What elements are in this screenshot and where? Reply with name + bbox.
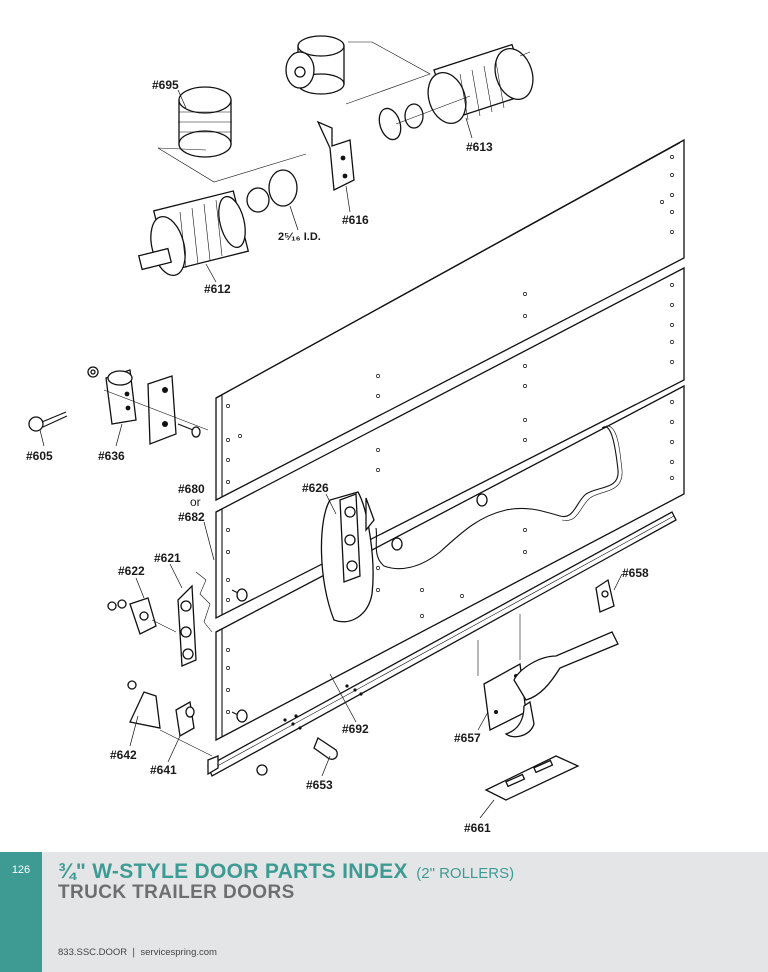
leader-lines: [39, 89, 623, 819]
label-id-note: 2⁵⁄₁₆ I.D.: [278, 231, 321, 243]
label-642: #642: [110, 748, 137, 762]
contact-line: 833.SSC.DOOR ❘ servicespring.com: [58, 947, 217, 958]
bottom-rail: [207, 511, 677, 777]
label-680: #680: [178, 482, 205, 496]
winding-cone-613-small: [285, 35, 345, 95]
bracket-622: [107, 597, 157, 635]
parts-diagram: #695 #613 #616 #612 2⁵⁄₁₆ I.D. #605 #636…: [26, 35, 685, 835]
label-612: #612: [204, 282, 231, 296]
bracket-642: [127, 680, 161, 729]
label-657: #657: [454, 731, 481, 745]
title-main: ¾" W-STYLE DOOR PARTS INDEX: [58, 860, 408, 883]
guide-lines: [103, 41, 531, 757]
bolt-605: [28, 366, 99, 432]
door-panel-top: [215, 138, 685, 502]
label-605: #605: [26, 449, 53, 463]
bracket-616: [316, 120, 355, 192]
hook-653: [256, 737, 338, 776]
label-682: #682: [178, 510, 205, 524]
strap-661: [484, 755, 580, 801]
hinge-621: [177, 571, 213, 667]
bracket-658: [595, 578, 615, 613]
label-or: or: [190, 495, 201, 509]
label-616: #616: [342, 213, 369, 227]
page-title: ¾" W-STYLE DOOR PARTS INDEX (2" ROLLERS): [58, 860, 514, 884]
spring-613: [378, 43, 534, 141]
label-613: #613: [466, 140, 493, 154]
door-panel-bottom: [215, 384, 685, 742]
label-661: #661: [464, 821, 491, 835]
page-footer: 126 ¾" W-STYLE DOOR PARTS INDEX (2" ROLL…: [0, 852, 768, 972]
hinge-641: [175, 700, 195, 738]
spring-612: [137, 169, 298, 277]
hinge-626: [320, 491, 488, 623]
label-641: #641: [150, 763, 177, 777]
title-note: (2" ROLLERS): [416, 865, 515, 882]
winding-cone-695: [178, 86, 232, 158]
label-692: #692: [342, 722, 369, 736]
page-subtitle: TRUCK TRAILER DOORS: [58, 882, 295, 903]
label-626: #626: [302, 481, 329, 495]
label-636: #636: [98, 449, 125, 463]
label-695: #695: [152, 78, 179, 92]
page-number: 126: [11, 864, 31, 876]
page-number-tab: 126: [0, 852, 42, 972]
label-658: #658: [622, 566, 649, 580]
label-621: #621: [154, 551, 181, 565]
label-653: #653: [306, 778, 333, 792]
latch-657: [477, 614, 619, 738]
hinge-636: [105, 369, 201, 445]
label-622: #622: [118, 564, 145, 578]
